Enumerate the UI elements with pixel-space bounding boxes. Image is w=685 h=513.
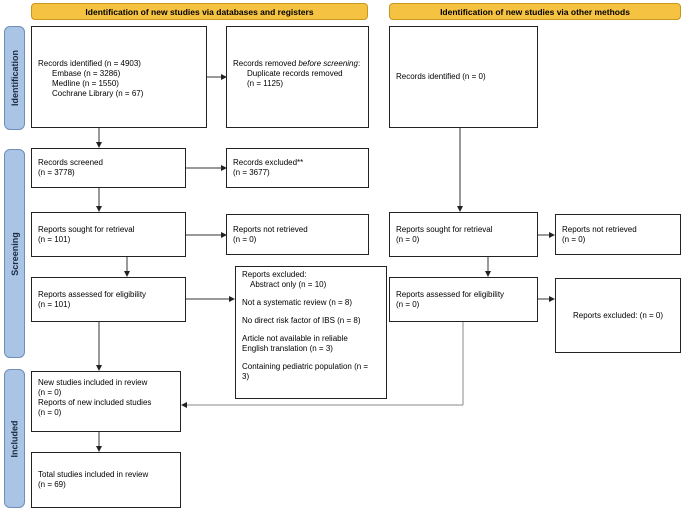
box-other-reports-excluded: Reports excluded: (n = 0): [555, 278, 681, 353]
phase-included: Included: [4, 369, 25, 508]
box-reports-sought: Reports sought for retrieval(n = 101): [31, 212, 186, 257]
box-records-identified: Records identified (n = 4903) Embase (n …: [31, 26, 207, 128]
box-other-records-identified: Records identified (n = 0): [389, 26, 538, 128]
box-records-screened: Records screened(n = 3778): [31, 148, 186, 188]
box-other-reports-assessed: Reports assessed for eligibility(n = 0): [389, 277, 538, 322]
box-total-studies: Total studies included in review(n = 69): [31, 452, 181, 508]
header-databases: Identification of new studies via databa…: [31, 3, 368, 20]
box-records-removed: Records removed before screening: Duplic…: [226, 26, 369, 128]
header-other-methods: Identification of new studies via other …: [389, 3, 681, 20]
box-reports-excluded: Reports excluded: Abstract only (n = 10)…: [235, 266, 387, 399]
phase-identification: Identification: [4, 26, 25, 130]
box-reports-assessed: Reports assessed for eligibility(n = 101…: [31, 277, 186, 322]
box-other-not-retrieved: Reports not retrieved(n = 0): [555, 214, 681, 255]
box-new-studies-included: New studies included in review (n = 0) R…: [31, 371, 181, 432]
box-records-excluded: Records excluded**(n = 3677): [226, 148, 369, 188]
box-reports-not-retrieved: Reports not retrieved(n = 0): [226, 214, 369, 255]
phase-screening: Screening: [4, 149, 25, 358]
box-other-reports-sought: Reports sought for retrieval(n = 0): [389, 212, 538, 257]
